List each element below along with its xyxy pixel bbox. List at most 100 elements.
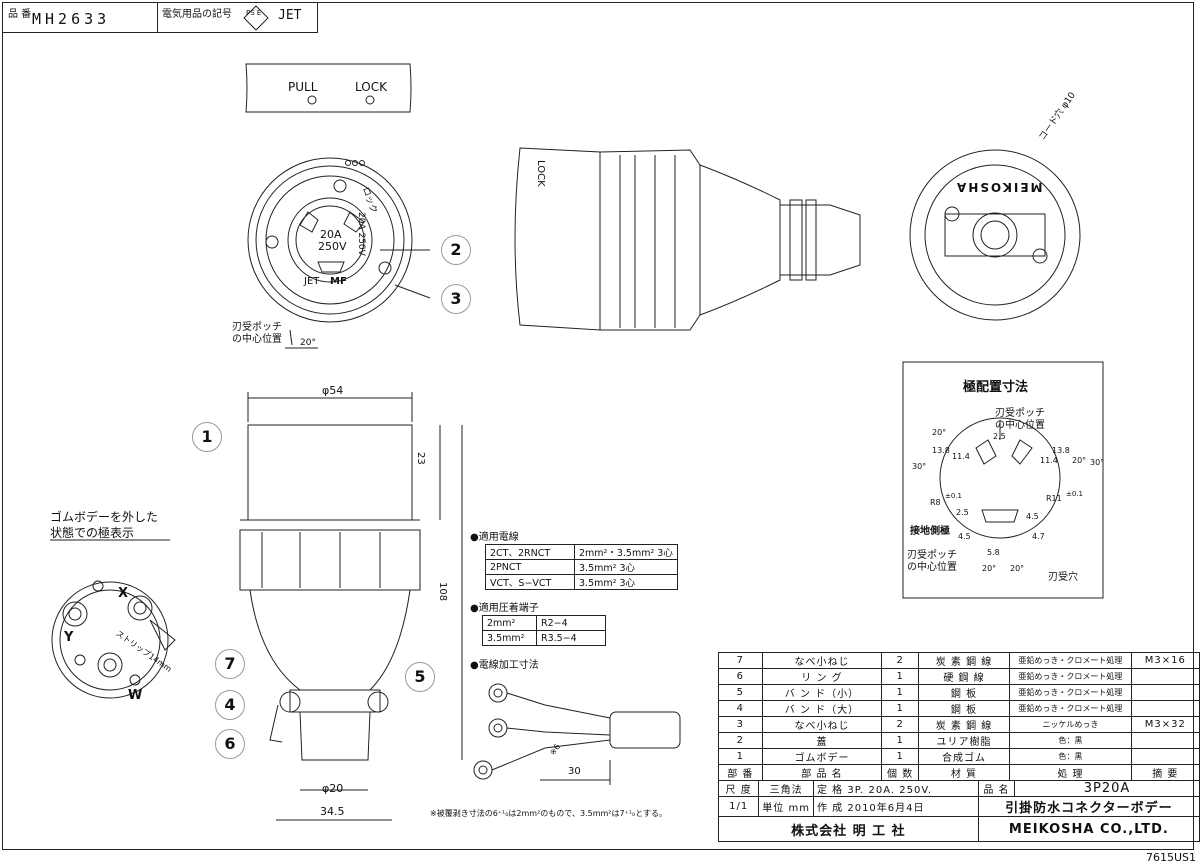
callout-7: 7	[215, 649, 245, 679]
pole-dim-12: 4.5	[1026, 512, 1039, 521]
processing-dim30: 30	[568, 766, 581, 777]
table-row: 1/1 単位 mm 作 成 2010年6月4日 引掛防水コネクターボデー	[717, 796, 1200, 817]
part-number-box: 品 番 MH2633	[2, 2, 158, 33]
side-lock-text: LOCK	[535, 160, 546, 187]
unit-label: 単位 mm	[758, 796, 814, 817]
rating-amps: 20A	[320, 228, 342, 241]
part-no-cell: 2	[718, 732, 763, 749]
part-qty-cell: 1	[881, 668, 919, 685]
front-elevation	[239, 424, 421, 761]
part-material-cell: 合成ゴム	[917, 748, 1011, 765]
rating-value: 3P. 20A. 250V.	[847, 785, 933, 796]
part-process-cell: 色：黒	[1009, 748, 1132, 765]
dim-h23: 23	[415, 452, 426, 465]
notch-angle: 20°	[300, 338, 316, 348]
pole-tol-r8: ±0.1	[945, 492, 962, 500]
part-process-cell: 色：黒	[1009, 732, 1132, 749]
wire-cell: 2CT、2RNCT	[485, 544, 575, 560]
terminal-cell: R2−4	[536, 615, 606, 631]
part-qty-cell: 2	[881, 716, 919, 733]
pole-dim-2: 11.4	[952, 452, 970, 461]
table-row: 尺 度 三角法 定 格 3P. 20A. 250V. 品 名 3P20A	[717, 780, 1200, 797]
jet-mark: JET	[278, 8, 302, 23]
header-cell: 個 数	[881, 764, 919, 781]
rear-view	[909, 149, 1081, 321]
processing-title: ●電線加工寸法	[470, 660, 539, 671]
company-jp: 株式会社 明 工 社	[718, 816, 979, 842]
pole-notch-line3: 刃受ポッチ	[907, 550, 957, 561]
table-row: 株式会社 明 工 社 MEIKOSHA CO.,LTD.	[718, 816, 1200, 842]
rating-label: 定 格	[816, 785, 844, 796]
pole-layout-title: 極配置寸法	[963, 380, 1029, 395]
pole-dim-0: 20°	[932, 428, 947, 437]
part-material-cell: 鋼 板	[917, 700, 1011, 717]
wire-cell: VCT、S−VCT	[485, 574, 575, 590]
lock-label: LOCK	[355, 80, 387, 94]
side-rating: 20A 250V	[356, 212, 366, 256]
pole-layout-box	[902, 361, 1104, 599]
terminals-title: ●適用圧着端子	[470, 603, 539, 614]
front-face-view	[247, 157, 413, 323]
part-qty-cell: 1	[881, 732, 919, 749]
pole-dim-r8: R8	[930, 498, 941, 507]
wires-title: ●適用電線	[470, 532, 519, 543]
pole-y: Y	[64, 630, 74, 645]
pse-mark: PS E	[246, 9, 262, 17]
header-cell: 摘 要	[1130, 764, 1200, 781]
part-process-cell: ニッケルめっき	[1009, 716, 1132, 733]
wire-processing-sketch	[473, 683, 681, 780]
part-name-cell: なべ小ねじ	[761, 652, 883, 669]
mark-box: 電気用品の記号 JET	[158, 2, 318, 33]
product-code: 3P20A	[1014, 780, 1200, 797]
company-en: MEIKOSHA CO.,LTD.	[977, 816, 1200, 842]
pole-dim-1: 13.8	[932, 446, 950, 455]
doc-code: 7615US1	[1146, 851, 1197, 864]
created-date: 2010年6月4日	[847, 803, 925, 814]
part-name-cell: ゴムボデー	[761, 748, 883, 765]
mark-label: 電気用品の記号	[162, 9, 232, 20]
pole-dim-16: 20°	[982, 564, 997, 573]
created-label: 作 成	[816, 803, 844, 814]
part-process-cell: 亜鉛めっき・クロメート処理	[1009, 652, 1132, 669]
part-no-cell: 1	[718, 748, 763, 765]
notch-note-line1: 刃受ポッチ	[232, 322, 282, 333]
pole-notch-line1: 刃受ポッチ	[995, 408, 1045, 419]
part-note-cell	[1130, 748, 1200, 765]
pole-dim-6: 20°	[1072, 456, 1087, 465]
side-view	[514, 147, 861, 331]
part-name-cell: バ ン ド（小）	[761, 684, 883, 701]
part-no-cell: 5	[718, 684, 763, 701]
pole-dim-r11: R11	[1046, 494, 1062, 503]
name-label: 品 名	[977, 780, 1016, 797]
product-name: 引掛防水コネクターボデー	[977, 796, 1200, 817]
pole-dim-8: 30°	[1090, 458, 1105, 467]
header-cell: 部 番	[718, 764, 763, 781]
rear-brand: MEIKOSHA	[955, 180, 1043, 194]
callout-3: 3	[441, 284, 471, 314]
part-number-label: 品 番	[8, 9, 32, 20]
part-qty-cell: 2	[881, 652, 919, 669]
top-view-band	[245, 63, 412, 113]
terminal-cell: 3.5mm²	[482, 630, 537, 646]
pole-dim-11: 2.5	[956, 508, 969, 517]
pole-notch-line4: の中心位置	[907, 562, 957, 573]
ground-side-label: 接地側極	[910, 526, 950, 537]
part-note-cell: M3×32	[1130, 716, 1200, 733]
terminal-cell: 2mm²	[482, 615, 537, 631]
part-material-cell: ユリア樹脂	[917, 732, 1011, 749]
jet-word: JET	[304, 276, 320, 287]
part-note-cell	[1130, 684, 1200, 701]
